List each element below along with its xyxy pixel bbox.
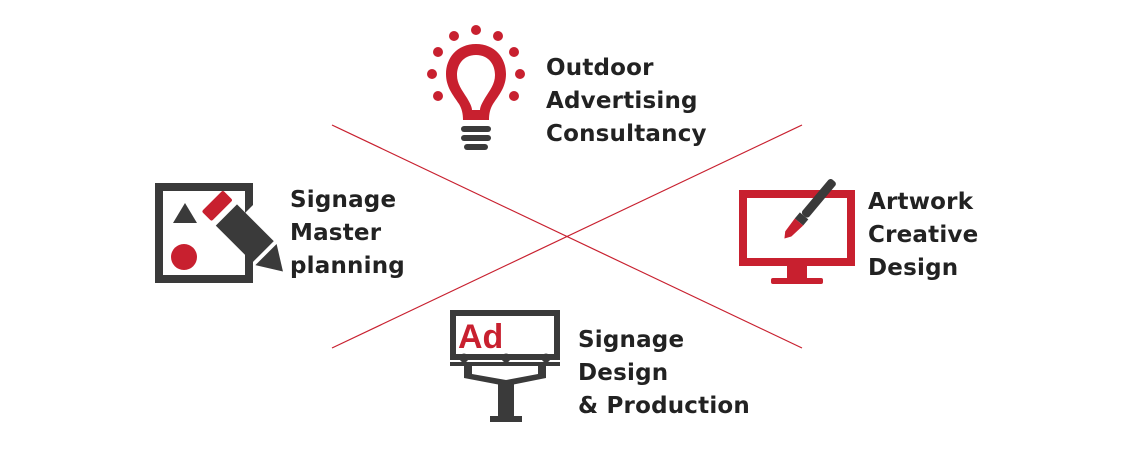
item-label-outdoor: Outdoor Advertising Consultancy bbox=[546, 55, 707, 147]
billboard-icon: Ad bbox=[450, 310, 560, 422]
item-label-masterplan: Signage Master planning bbox=[290, 187, 405, 279]
billboard-ad-text: Ad bbox=[458, 318, 503, 356]
lightbulb-icon bbox=[427, 25, 525, 150]
monitor-paintbrush-icon bbox=[739, 178, 855, 284]
item-label-production: Signage Design & Production bbox=[578, 327, 750, 419]
item-label-artwork: Artwork Creative Design bbox=[868, 189, 979, 281]
planning-board-icon bbox=[155, 183, 283, 283]
